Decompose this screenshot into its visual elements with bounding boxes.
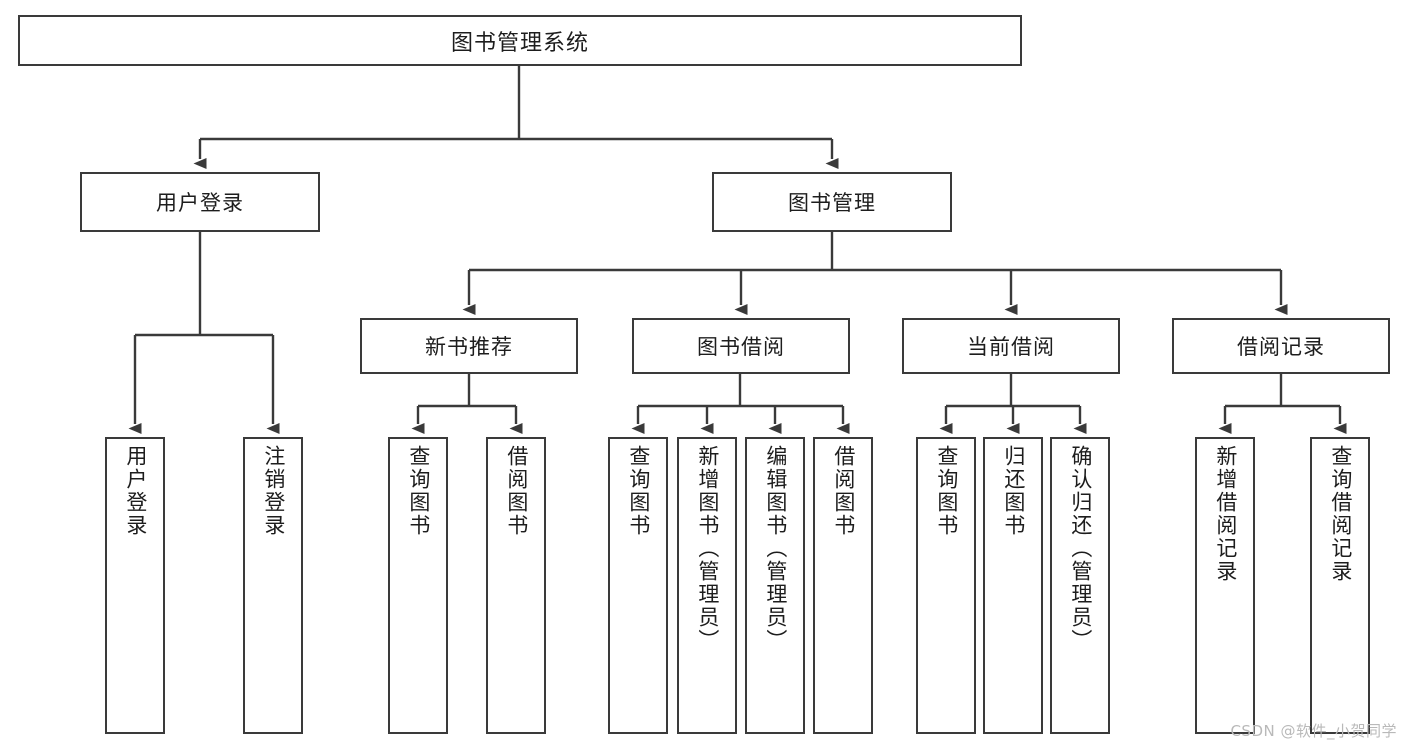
leaf-query-book-recommend[interactable]: 查询图书	[388, 437, 448, 734]
leaf-edit-book-admin[interactable]: 编辑图书（管理员）	[745, 437, 805, 734]
leaf-query-book-recommend-label: 查询图书	[406, 445, 431, 537]
leaf-add-borrow-record[interactable]: 新增借阅记录	[1195, 437, 1255, 734]
leaf-edit-book-admin-label: 编辑图书（管理员）	[763, 445, 788, 652]
leaf-add-book-admin-label: 新增图书（管理员）	[695, 445, 720, 652]
csdn-watermark: CSDN @软件_小贺同学	[1230, 722, 1397, 740]
leaf-borrow-book-label: 借阅图书	[831, 445, 856, 537]
node-user-login[interactable]: 用户登录	[80, 172, 320, 232]
node-current-borrow-label: 当前借阅	[967, 335, 1055, 359]
node-new-book-recommend-label: 新书推荐	[425, 335, 513, 359]
node-borrow-record[interactable]: 借阅记录	[1172, 318, 1390, 374]
leaf-return-book-label: 归还图书	[1001, 445, 1026, 537]
node-book-borrow-label: 图书借阅	[697, 335, 785, 359]
leaf-logout-label: 注销登录	[261, 445, 286, 537]
node-borrow-record-label: 借阅记录	[1237, 335, 1325, 359]
leaf-query-borrow-record-label: 查询借阅记录	[1328, 445, 1353, 583]
connector-lines	[128, 66, 1347, 434]
leaf-user-login[interactable]: 用户登录	[105, 437, 165, 734]
leaf-borrow-book-recommend[interactable]: 借阅图书	[486, 437, 546, 734]
leaf-query-book-current[interactable]: 查询图书	[916, 437, 976, 734]
node-root[interactable]: 图书管理系统	[18, 15, 1022, 66]
node-new-book-recommend[interactable]: 新书推荐	[360, 318, 578, 374]
leaf-confirm-return-admin-label: 确认归还（管理员）	[1068, 445, 1093, 652]
leaf-return-book[interactable]: 归还图书	[983, 437, 1043, 734]
leaf-query-book-label: 查询图书	[626, 445, 651, 537]
leaf-query-book[interactable]: 查询图书	[608, 437, 668, 734]
leaf-query-borrow-record[interactable]: 查询借阅记录	[1310, 437, 1370, 734]
node-book-management[interactable]: 图书管理	[712, 172, 952, 232]
leaf-add-borrow-record-label: 新增借阅记录	[1213, 445, 1238, 583]
leaf-borrow-book-recommend-label: 借阅图书	[504, 445, 529, 537]
leaf-user-login-label: 用户登录	[123, 445, 148, 537]
leaf-add-book-admin[interactable]: 新增图书（管理员）	[677, 437, 737, 734]
node-book-borrow[interactable]: 图书借阅	[632, 318, 850, 374]
leaf-query-book-current-label: 查询图书	[934, 445, 959, 537]
node-current-borrow[interactable]: 当前借阅	[902, 318, 1120, 374]
node-user-login-label: 用户登录	[156, 191, 244, 215]
node-root-label: 图书管理系统	[450, 30, 589, 56]
node-book-management-label: 图书管理	[788, 191, 876, 215]
leaf-logout[interactable]: 注销登录	[243, 437, 303, 734]
leaf-confirm-return-admin[interactable]: 确认归还（管理员）	[1050, 437, 1110, 734]
leaf-borrow-book[interactable]: 借阅图书	[813, 437, 873, 734]
